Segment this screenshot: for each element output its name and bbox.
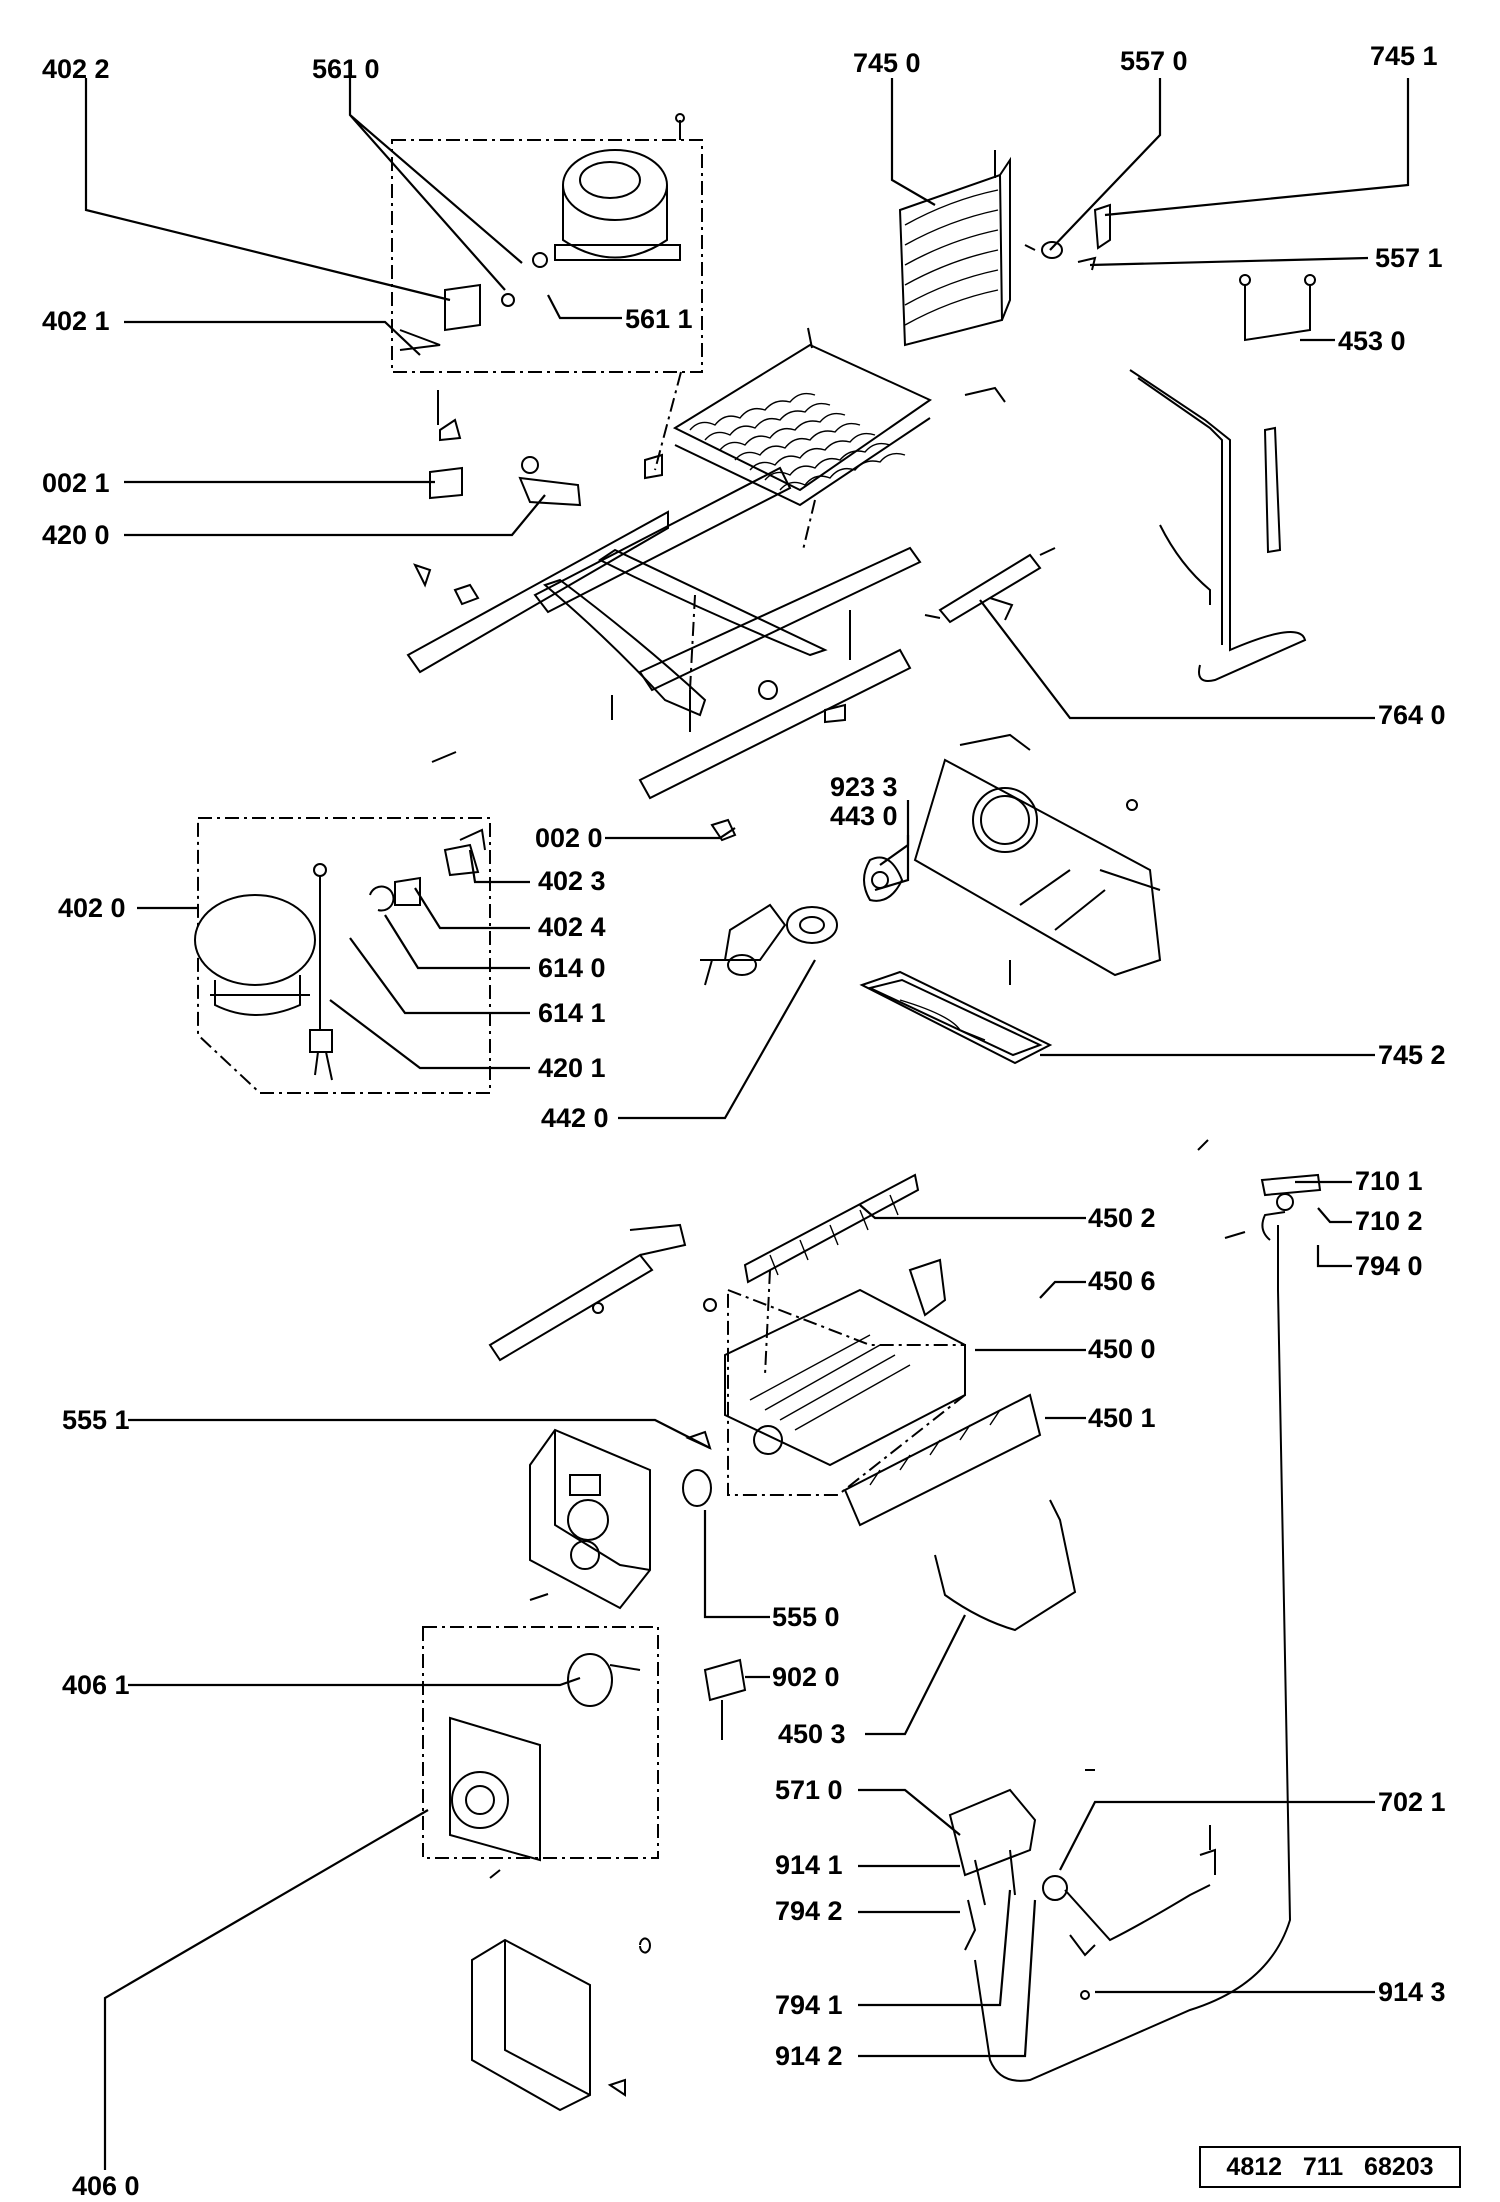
part-label-6141: 614 1 [538,998,606,1028]
relay-and-clips-left [429,390,663,507]
part-label-4023: 402 3 [538,866,606,896]
part-label-9143: 914 3 [1378,1977,1446,2007]
part-label-5710: 571 0 [775,1775,843,1805]
thermostat-parts [1024,203,1111,271]
part-label-7101: 710 1 [1355,1166,1423,1196]
part-label-5570: 557 0 [1120,46,1188,76]
cabinet-base-frame [406,466,922,800]
clip-part [710,818,737,842]
part-label-4201: 420 1 [538,1053,606,1083]
bracket-part [703,1658,747,1740]
fan-motor-bracket [913,733,1162,985]
condenser-fan-motor [700,856,904,986]
part-label-7021: 702 1 [1378,1787,1446,1817]
part-label-7450: 745 0 [853,48,921,78]
part-label-7640: 764 0 [1378,700,1446,730]
part-label-4020: 402 0 [58,893,126,923]
filter-drier [924,386,1056,624]
part-label-5611: 561 1 [625,304,693,334]
condenser-coil [672,327,933,507]
part-label-4500: 450 0 [1088,1334,1156,1364]
evaporator-coil [898,150,1011,347]
icemaker-control-housing [529,1428,651,1610]
part-label-7451: 745 1 [1370,41,1438,71]
part-label-4501: 450 1 [1088,1403,1156,1433]
part-label-4021: 402 1 [42,306,110,336]
part-label-4024: 402 4 [538,912,606,942]
part-label-4530: 453 0 [1338,326,1406,356]
part-label-7940: 794 0 [1355,1251,1423,1281]
part-label-9020: 902 0 [772,1662,840,1692]
part-label-5571: 557 1 [1375,243,1443,273]
part-label-9233: 923 3 [830,772,898,802]
part-label-9142: 914 2 [775,2041,843,2071]
compressor-assembly-top [399,113,685,351]
part-label-4022: 402 2 [42,54,110,84]
part-label-4060: 406 0 [72,2171,140,2201]
compressor-assembly-lower [194,828,486,1081]
leader-lines [84,78,1410,2170]
part-label-9141: 914 1 [775,1850,843,1880]
part-label-4420: 442 0 [541,1103,609,1133]
part-label-7452: 745 2 [1378,1040,1446,1070]
part-label-5610: 561 0 [312,54,380,84]
part-label-5551: 555 1 [62,1405,130,1435]
part-label-5550: 555 0 [772,1602,840,1632]
part-label-4200: 420 0 [42,520,110,550]
icemaker-assembly [488,1173,1077,1632]
part-label-4061: 406 1 [62,1670,130,1700]
part-label-6140: 614 0 [538,953,606,983]
part-label-0021: 002 1 [42,468,110,498]
part-label-7942: 794 2 [775,1896,843,1926]
refrigerant-tubing [1129,274,1316,682]
part-label-7941: 794 1 [775,1990,843,2020]
part-label-4502: 450 2 [1088,1203,1156,1233]
part-label-4506: 450 6 [1088,1266,1156,1296]
water-valve-assembly [948,1139,1322,2082]
part-label-0020: 002 0 [535,823,603,853]
part-label-4430: 443 0 [830,801,898,831]
callout-labels: 402 2 561 0 745 0 557 0 745 1 557 1 402 … [42,41,1446,2201]
document-number-box: 4812 711 68203 [1199,2146,1461,2188]
part-label-4503: 450 3 [778,1719,846,1749]
defrost-drip-tray [859,970,1053,1065]
access-cover [471,1937,651,2112]
part-label-7102: 710 2 [1355,1206,1423,1236]
auger-motor-assembly [449,1653,641,1879]
